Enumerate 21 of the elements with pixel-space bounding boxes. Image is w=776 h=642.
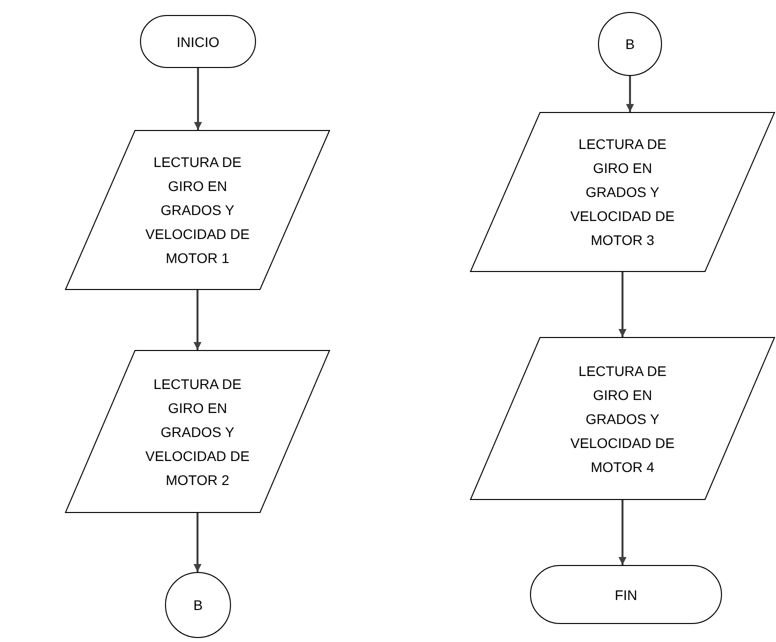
node-label: LECTURA DE GIRO EN GRADOS Y VELOCIDAD DE MOTOR 3 [569,135,676,250]
node-label: LECTURA DE GIRO EN GRADOS Y VELOCIDAD DE MOTOR 1 [144,153,251,268]
arrow [618,272,626,337]
arrow [618,500,626,565]
node-label: B [192,596,204,615]
arrow [194,68,202,130]
connector-circle [598,12,662,76]
node-label: B [624,35,636,54]
data-parallelogram [65,350,330,513]
node-label: FIN [614,586,638,604]
terminal-shape [140,15,256,68]
connector-circle [165,572,231,638]
node-label: LECTURA DE GIRO EN GRADOS Y VELOCIDAD DE MOTOR 4 [569,362,676,476]
node-label: INICIO [176,32,220,52]
arrow [194,513,202,572]
node-label: LECTURA DE GIRO EN GRADOS Y VELOCIDAD DE MOTOR 2 [144,374,251,490]
arrow [194,290,202,350]
data-parallelogram [470,112,775,272]
arrow [626,76,634,112]
data-parallelogram [470,337,775,500]
data-parallelogram [65,130,330,290]
